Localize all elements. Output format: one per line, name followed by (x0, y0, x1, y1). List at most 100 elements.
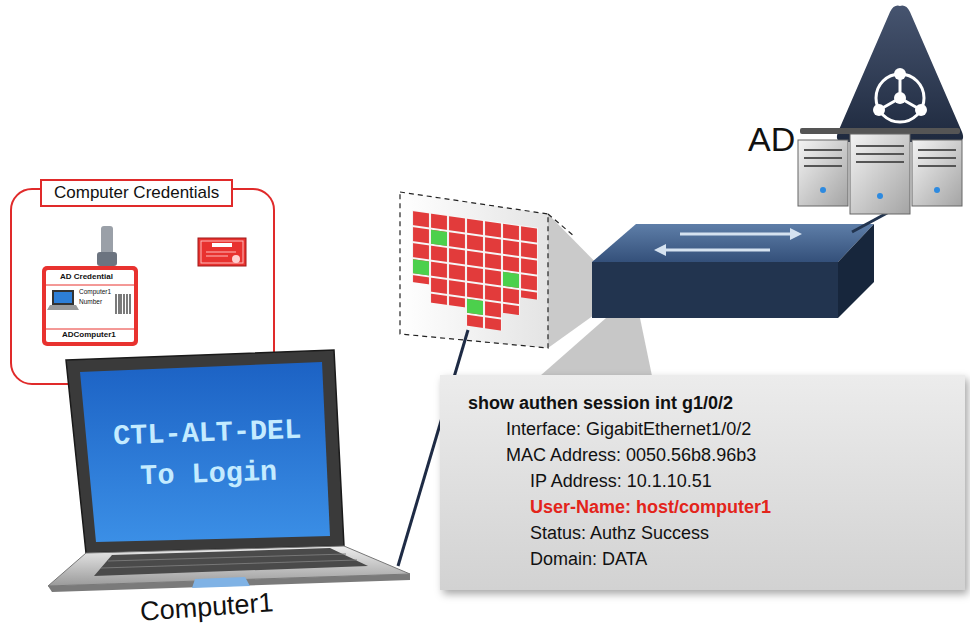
firewall-panel-part-part (412, 210, 538, 336)
server-rack-part (800, 128, 960, 134)
credential-badge-part-part (118, 294, 119, 314)
network-switch (592, 224, 874, 318)
server-rack-part-part (918, 149, 956, 151)
server-rack-part-part (856, 145, 904, 147)
server-rack-part-part (856, 161, 904, 163)
server-rack-part-part (804, 149, 842, 151)
certificate-icon-part (206, 256, 228, 257)
certificate-icon-part (232, 255, 240, 263)
output-line: Interface: GigabitEthernet1/0/2 (506, 416, 965, 442)
ad-logo-part (894, 92, 906, 104)
output-line: IP Address: 10.1.10.51 (530, 468, 965, 494)
laptop-part-part (101, 560, 357, 568)
network-switch-part (592, 224, 874, 262)
server-rack-part (934, 187, 940, 193)
badge-text-holder: Number (79, 298, 102, 305)
server-rack-part-part (804, 165, 842, 167)
ad-logo (837, 6, 963, 142)
badge-text: Number (79, 298, 102, 305)
credential-badge-part (54, 292, 72, 303)
server-rack-part (804, 146, 956, 166)
badge-footer-holder: ADComputer1 (62, 331, 116, 340)
network-switch-part (790, 228, 802, 240)
server-rack-part (798, 140, 848, 206)
server-label-holder: AD (748, 120, 795, 158)
network-switch-part (838, 224, 874, 318)
badge-heading: AD Credential (60, 273, 113, 282)
laptop-part (48, 574, 410, 592)
laptop-part-part (108, 554, 346, 561)
laptop-part (94, 548, 368, 576)
server-rack-part (820, 187, 826, 193)
command-line: show authen session int g1/0/2 (468, 390, 965, 416)
credential-badge-part (116, 294, 130, 314)
credential-badge-part-part (126, 294, 127, 314)
computer-label-holder: Computer1 (139, 587, 274, 626)
credential-badge-part (46, 270, 134, 342)
certificate-icon-part (206, 252, 236, 253)
credential-badge-part-part (120, 294, 121, 314)
network-switch-part (680, 233, 792, 236)
badge-text: Computer1 (79, 288, 111, 295)
credential-badge-part (47, 305, 79, 310)
firewall-panel-part-part (431, 230, 447, 246)
output-line: Status: Authz Success (530, 520, 965, 546)
zoom-wedge-part (540, 318, 652, 376)
badge-footer: ADComputer1 (62, 331, 116, 340)
server-rack-part (912, 140, 962, 206)
credential-badge-part-part (123, 294, 124, 314)
laptop-part (66, 350, 344, 553)
console-output-box: show authen session int g1/0/2Interface:… (440, 375, 965, 590)
ad-logo-part (837, 6, 963, 142)
firewall-panel (400, 192, 574, 348)
credential-badge-part (101, 226, 113, 256)
credential-badge-part (52, 290, 74, 305)
ad-logo-part (873, 104, 885, 116)
credential-badge-part (42, 266, 138, 346)
firewall-panel-part (412, 210, 538, 336)
server-rack (798, 128, 962, 214)
output-line: Domain: DATA (530, 546, 965, 572)
server-rack-part-part (856, 153, 904, 155)
login-screen: CTL-ALT-DEL To Login (90, 382, 327, 526)
server-rack-part-part (918, 157, 956, 159)
credential-badge (42, 226, 138, 346)
laptop-part (192, 577, 250, 588)
credential-badge-part-part (115, 294, 116, 314)
firewall-panel-part (548, 214, 574, 236)
laptop-part (80, 362, 330, 542)
laptop (48, 350, 410, 592)
credential-badge-part (46, 285, 134, 286)
network-switch-part (664, 249, 770, 252)
ad-logo-part (915, 104, 927, 116)
firewall-panel-part (400, 192, 548, 348)
server-rack-part-part (804, 157, 842, 159)
server-label: AD (748, 120, 795, 158)
server-rack-part (850, 134, 910, 214)
computer-label: Computer1 (139, 587, 274, 626)
firewall-panel-part-part (413, 259, 429, 275)
credential-badge-part (46, 329, 134, 330)
ad-logo-part (876, 74, 924, 122)
ad-logo-part (894, 68, 906, 80)
network-switch-part (592, 262, 838, 318)
region-heading: Computer Credentials (40, 179, 233, 207)
firewall-panel-part-part (467, 299, 483, 315)
output-line: MAC Address: 0050.56b8.96b3 (506, 442, 965, 468)
screen-text: CTL-ALT-DEL To Login (91, 409, 326, 500)
certificate-icon-part (198, 238, 246, 266)
badge-text-holder: Computer1 (79, 288, 111, 295)
server-rack-part-part (918, 165, 956, 167)
server-rack-part (877, 193, 883, 199)
credential-badge-part (97, 252, 117, 266)
certificate-icon (198, 238, 246, 266)
username-line: User-Name: host/computer1 (530, 494, 965, 520)
certificate-icon-part (212, 243, 232, 247)
network-switch-part (654, 244, 666, 256)
badge-heading-holder: AD Credential (60, 273, 113, 282)
credential-badge-part-part (129, 294, 130, 314)
certificate-icon-part (201, 241, 243, 263)
firewall-panel-part-part (503, 272, 519, 288)
